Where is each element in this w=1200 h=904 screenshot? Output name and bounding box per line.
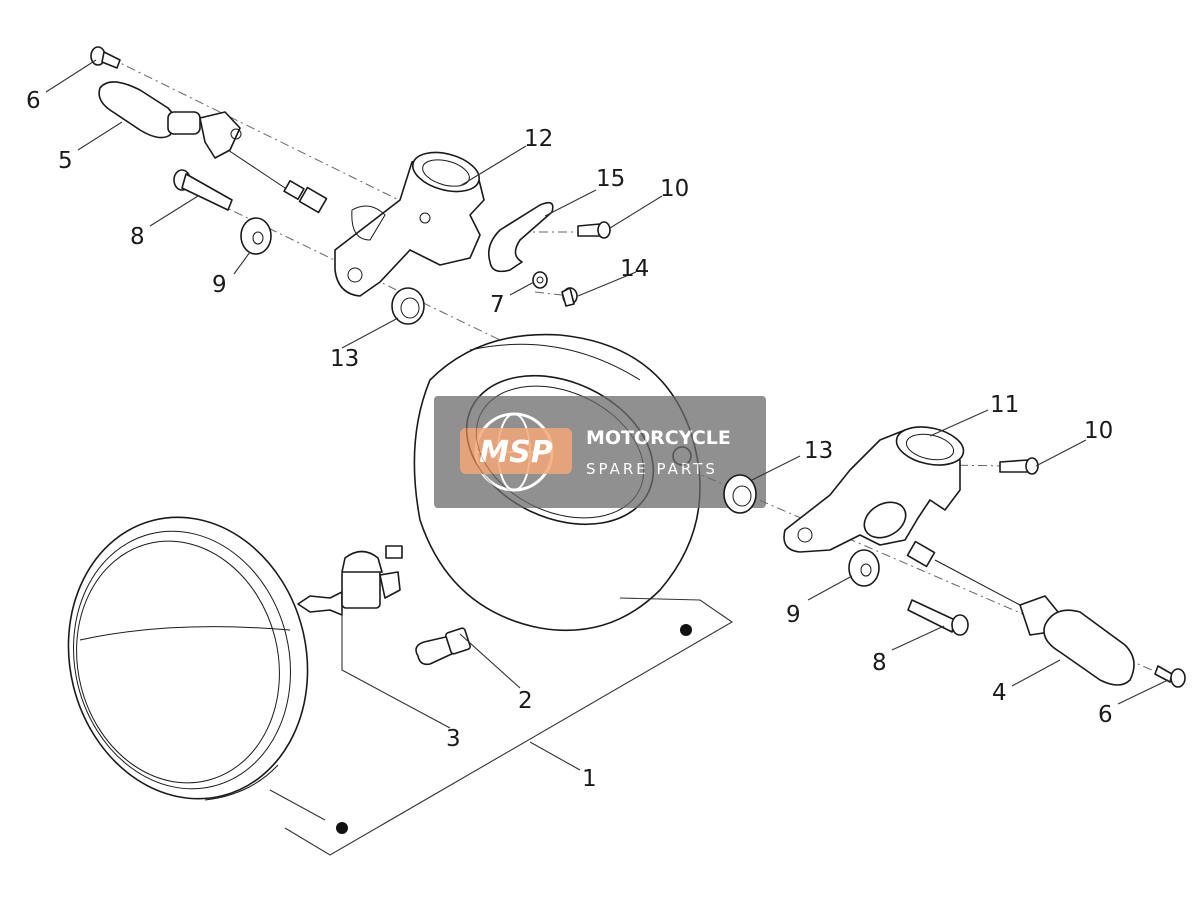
callout-labels: 6 5 8 9 13 12 15 10 7 14 13 11 10 9 8 4 …: [26, 88, 1113, 792]
parking-bulb: [415, 627, 471, 666]
washer-right: [848, 549, 880, 587]
bolt-right: [907, 599, 969, 636]
callout-9-top: 9: [212, 272, 227, 298]
headlight-rim-lens: [67, 516, 309, 801]
assembly-marker-housing: [680, 624, 692, 636]
screw-top-left: [90, 46, 121, 69]
callout-15: 15: [596, 166, 625, 192]
callout-5: 5: [58, 148, 73, 174]
small-washer: [532, 271, 548, 289]
callout-9-right: 9: [786, 602, 801, 628]
callout-3: 3: [446, 726, 461, 752]
watermark-line2: SPARE PARTS: [586, 460, 718, 478]
grommet-top: [391, 287, 425, 325]
assembly-marker-rim: [336, 822, 348, 834]
grommet-right: [723, 474, 757, 514]
spring-clip: [487, 201, 554, 273]
callout-11: 11: [990, 392, 1019, 418]
left-turn-signal: [98, 81, 328, 214]
callout-6-top: 6: [26, 88, 41, 114]
screw-right-top: [999, 457, 1039, 475]
right-turn-signal: [906, 540, 1135, 686]
callout-1: 1: [582, 766, 597, 792]
callout-2: 2: [518, 688, 533, 714]
callout-12: 12: [524, 126, 553, 152]
callout-10-top: 10: [660, 176, 689, 202]
callout-10-right: 10: [1084, 418, 1113, 444]
callout-8-top: 8: [130, 224, 145, 250]
leader-lines: [45, 59, 1169, 771]
callout-6-bottom: 6: [1098, 702, 1113, 728]
screw-top-right: [577, 221, 611, 239]
callout-13-right: 13: [804, 438, 833, 464]
headlight-bulb: [297, 545, 403, 616]
callout-14: 14: [620, 256, 649, 282]
callout-13-top: 13: [330, 346, 359, 372]
assembly-group-bracket: [269, 597, 734, 856]
washer-top-left: [240, 217, 272, 255]
watermark-line1: MOTORCYCLE: [586, 427, 731, 449]
callout-4: 4: [992, 680, 1007, 706]
short-screw: [561, 287, 578, 307]
left-bracket: [334, 151, 485, 297]
watermark: MSP MOTORCYCLE SPARE PARTS: [434, 396, 766, 508]
callout-7: 7: [490, 292, 505, 318]
right-bracket: [783, 426, 965, 553]
screw-bottom-right: [1154, 665, 1186, 688]
callout-8-right: 8: [872, 650, 887, 676]
watermark-logo: MSP: [479, 435, 552, 470]
bolt-top-left: [173, 169, 233, 211]
